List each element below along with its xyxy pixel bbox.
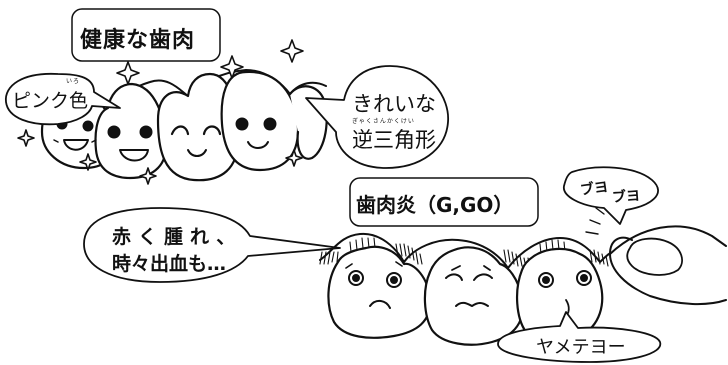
triangle-label-ruby: ぎゃくさんかくけい <box>352 118 415 125</box>
stop-label: ヤメテヨー <box>536 337 626 358</box>
symptom-line2: 時々出血も… <box>112 253 227 275</box>
pink-speech-bubble <box>5 73 121 126</box>
gingivitis-title-box <box>349 177 539 227</box>
sound-effect-2: ブヨ <box>611 188 641 206</box>
symptom-line1: 赤く腫れ、 <box>112 226 243 248</box>
sparkle-icon <box>220 55 244 79</box>
inflamed-tooth-1 <box>327 245 432 339</box>
inflamed-gum-line <box>319 232 621 269</box>
triangle-speech-bubble <box>305 65 449 169</box>
stop-speech-bubble <box>497 311 661 363</box>
healthy-title-box <box>71 8 221 62</box>
worried-face-1 <box>345 261 403 309</box>
inflamed-teeth-group <box>319 199 727 346</box>
healthy-tooth-4 <box>220 70 300 172</box>
sparkle-icon <box>17 129 35 147</box>
healthy-face-4 <box>235 117 277 149</box>
pink-label-ruby: いろ <box>66 78 81 85</box>
sparkle-icon <box>285 149 303 167</box>
sparkle-icons <box>17 39 304 185</box>
finger-icon <box>585 199 727 306</box>
healthy-tooth-3 <box>156 72 240 182</box>
triangle-label-line1: きれいな <box>352 92 436 116</box>
healthy-face-2 <box>107 125 153 162</box>
sparkle-icon <box>280 39 304 63</box>
gingivitis-title: 歯肉炎（G,GO） <box>356 193 514 217</box>
triangle-label-line2: 逆三角形 <box>352 128 436 152</box>
healthy-tooth-2 <box>94 82 168 180</box>
worried-face-2 <box>445 265 493 307</box>
pink-label: ピンク色 <box>12 90 89 112</box>
sparkle-icon <box>139 167 157 185</box>
sound-effect-1: ブヨ <box>579 179 610 199</box>
healthy-title: 健康な歯肉 <box>80 28 196 53</box>
sparkle-icon <box>116 61 140 85</box>
healthy-face-3 <box>170 125 222 157</box>
worried-face-3 <box>538 270 592 319</box>
sound-bubble <box>563 166 659 225</box>
inflamed-tooth-2 <box>423 246 524 346</box>
symptom-speech-bubble <box>83 207 341 283</box>
sparkle-icon <box>79 153 97 171</box>
